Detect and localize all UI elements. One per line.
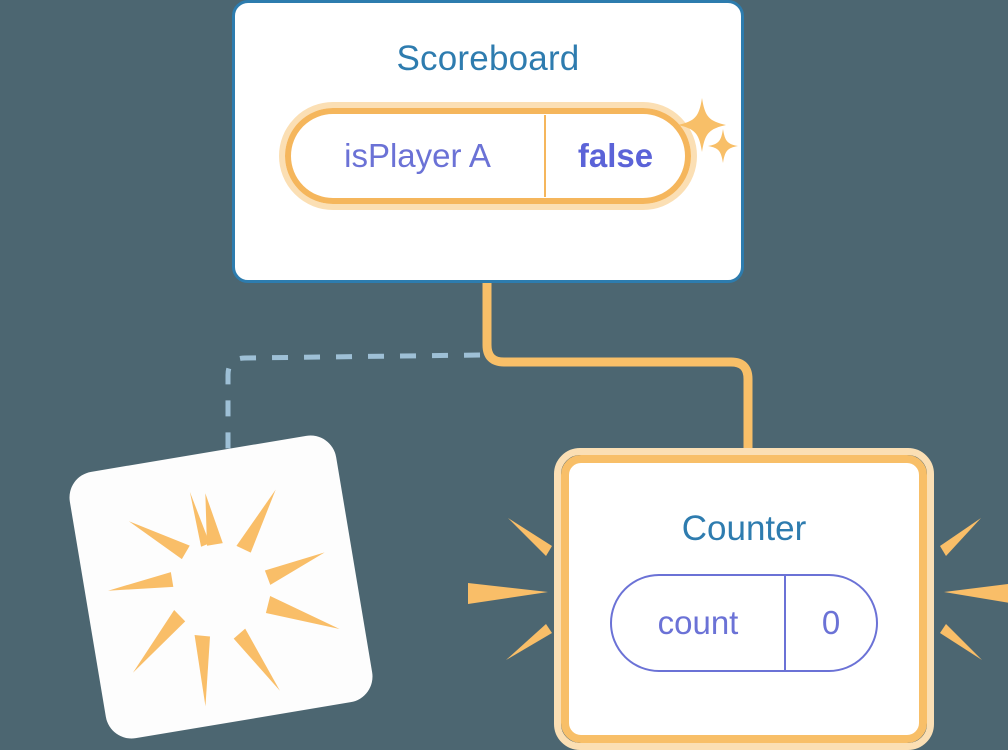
scoreboard-prop-key: isPlayer A bbox=[344, 137, 491, 174]
counter-right-burst-rays bbox=[940, 518, 1008, 660]
connector-scoreboard-to-counter bbox=[482, 283, 753, 452]
connector-scoreboard-to-placeholder bbox=[225, 352, 481, 470]
counter-card[interactable]: Counter count 0 bbox=[554, 448, 934, 750]
prop-pill-body: isPlayer A false bbox=[285, 108, 691, 204]
counter-prop-pill[interactable]: count 0 bbox=[610, 574, 878, 672]
counter-prop-divider bbox=[784, 576, 786, 670]
scoreboard-prop-pill[interactable]: isPlayer A false bbox=[279, 102, 697, 210]
prop-pill-divider bbox=[544, 115, 546, 197]
prop-pill-halo bbox=[279, 102, 697, 210]
scoreboard-card[interactable]: Scoreboard isPlayer A false bbox=[232, 0, 744, 283]
counter-prop-value: 0 bbox=[821, 604, 841, 641]
counter-prop-key: count bbox=[657, 604, 739, 641]
counter-left-burst-rays bbox=[468, 518, 552, 660]
counter-card-body: Counter count 0 bbox=[561, 455, 927, 743]
scoreboard-title: Scoreboard bbox=[396, 39, 580, 78]
placeholder-card[interactable] bbox=[65, 431, 377, 743]
counter-title: Counter bbox=[681, 509, 807, 548]
placeholder-card-burst-rays bbox=[108, 489, 340, 707]
scoreboard-prop-value: false bbox=[577, 137, 654, 174]
